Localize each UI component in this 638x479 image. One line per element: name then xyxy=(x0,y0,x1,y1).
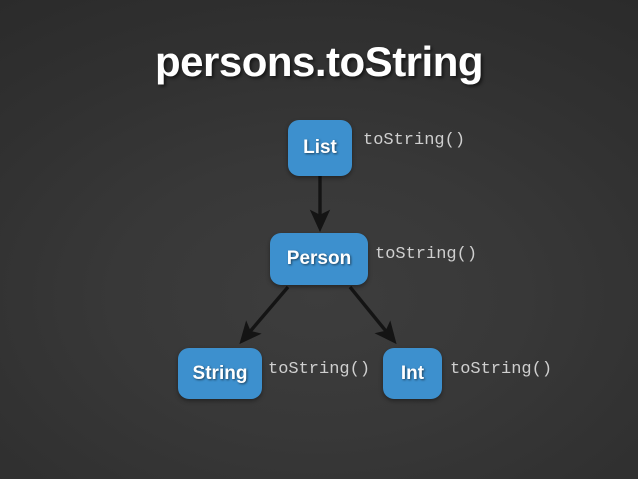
edge-person-int xyxy=(348,285,397,345)
method-label-string: toString() xyxy=(268,360,371,379)
method-label-int: toString() xyxy=(450,360,553,379)
node-person[interactable]: Person xyxy=(270,233,368,285)
node-string[interactable]: String xyxy=(178,348,262,399)
method-label-person: toString() xyxy=(375,245,478,264)
page-title: persons.toString xyxy=(154,38,484,85)
method-label-list: toString() xyxy=(363,131,466,150)
node-list[interactable]: List xyxy=(288,120,352,176)
node-int[interactable]: Int xyxy=(383,348,442,399)
edge-person-string xyxy=(239,285,290,345)
